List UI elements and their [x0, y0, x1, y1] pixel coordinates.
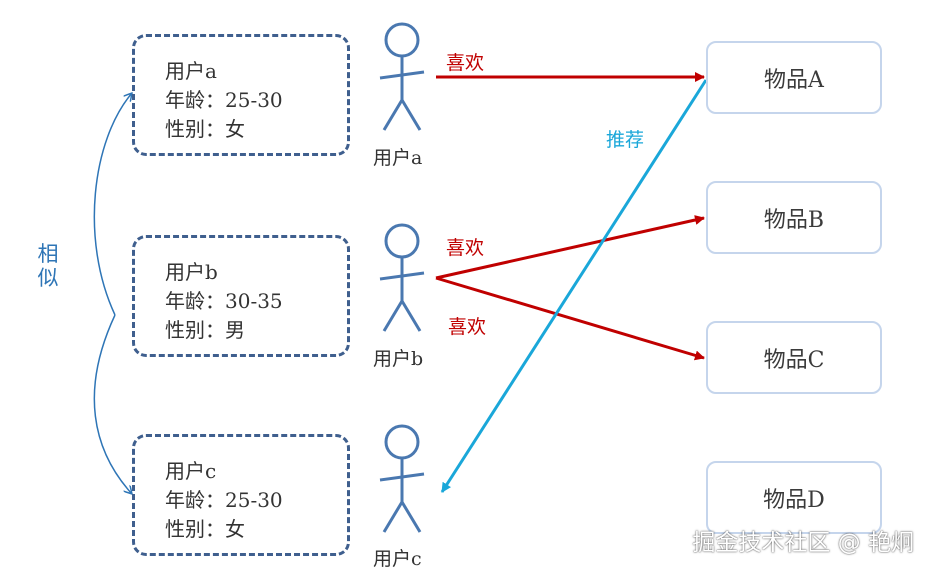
- recommend-arrow-A-to-c: [440, 79, 708, 493]
- user-a-age: 年龄：25-30: [165, 88, 283, 112]
- like-arrow-b-to-B: [435, 215, 705, 280]
- user-a-info-box: 用户a 年龄：25-30 性别：女: [132, 34, 350, 156]
- item-c-box: 物品C: [706, 321, 882, 394]
- user-c-gender: 性别：女: [165, 517, 245, 541]
- user-a-person-icon: [378, 22, 426, 132]
- similar-arrow-bottom: [93, 314, 132, 494]
- like-label-a: 喜欢: [446, 52, 485, 74]
- user-b-info-box: 用户b 年龄：30-35 性别：男: [132, 235, 350, 357]
- user-c-name: 用户c: [165, 459, 217, 483]
- similar-arrow-top: [93, 93, 132, 316]
- user-c-info-box: 用户c 年龄：25-30 性别：女: [132, 434, 350, 556]
- user-c-age: 年龄：25-30: [165, 488, 283, 512]
- like-label-b-top: 喜欢: [446, 237, 485, 259]
- watermark: 掘金技术社区 @ 艳炯: [692, 530, 914, 556]
- item-d-box: 物品D: [706, 461, 882, 534]
- similar-label: 相似: [37, 242, 59, 290]
- user-c-label: 用户c: [373, 548, 422, 570]
- user-b-gender: 性别：男: [165, 318, 245, 342]
- like-arrow-b-to-C: [435, 276, 705, 361]
- user-a-label: 用户a: [373, 147, 423, 169]
- user-b-label: 用户b: [373, 348, 424, 370]
- user-b-person-icon: [378, 223, 426, 333]
- user-b-age: 年龄：30-35: [165, 289, 283, 313]
- like-label-b-bottom: 喜欢: [448, 316, 487, 338]
- item-a-box: 物品A: [706, 41, 882, 114]
- recommend-label: 推荐: [606, 129, 645, 151]
- user-a-name: 用户a: [165, 59, 217, 83]
- user-c-person-icon: [378, 424, 426, 534]
- item-b-box: 物品B: [706, 181, 882, 254]
- user-a-gender: 性别：女: [165, 117, 245, 141]
- user-b-name: 用户b: [165, 260, 218, 284]
